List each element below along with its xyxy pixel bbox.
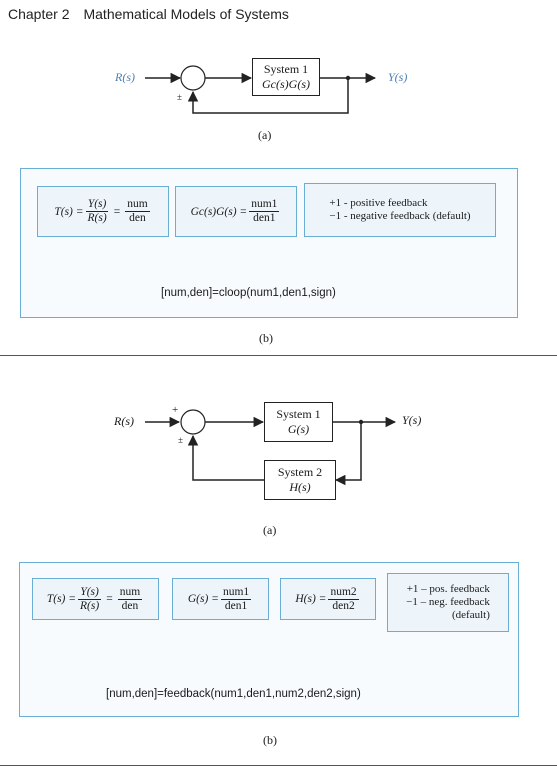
fig-b2-t-den: R(s): [80, 599, 100, 612]
fig-b2-h-num: num2: [328, 585, 359, 600]
fig-b2-command: [num,den]=feedback(num1,den1,num2,den2,s…: [106, 688, 361, 700]
fig-a1-input-label: R(s): [115, 70, 135, 84]
fig-a2-block2-tf: H(s): [289, 480, 311, 494]
fig-b1-t-eq: =: [113, 205, 121, 218]
section-divider: [0, 355, 557, 356]
chapter-label: Chapter 2: [8, 6, 70, 22]
fig-a2-block2-title: System 2: [277, 465, 323, 479]
fig-a1-lines: [145, 65, 377, 114]
fig-a2-system2-block: System 2 H(s): [264, 460, 336, 500]
fig-b2-g-den: den1: [224, 599, 248, 612]
fig-b1-t-num: Y(s): [85, 198, 109, 212]
fig-b2-h-box: H(s) = num2 den2: [280, 578, 376, 620]
fig-a1-block-title: System 1: [263, 62, 309, 76]
fig-b2-g-fraction: num1 den1: [220, 585, 252, 613]
fig-a2-block1-tf: G(s): [287, 422, 310, 436]
fig-b1-sign-options: +1 - positive feedback −1 - negative fee…: [329, 197, 470, 223]
fig-b1-opt-positive: +1 - positive feedback: [329, 197, 428, 209]
fig-b2-h-fraction: num2 den2: [328, 585, 359, 613]
fig-b2-t-lhs: T(s) =: [46, 593, 77, 605]
fig-b2-caption: (b): [263, 733, 277, 747]
fig-a2-lines: [145, 409, 397, 486]
fig-b2-opt-negative: −1 – neg. feedback: [406, 596, 490, 608]
fig-b1-caption: (b): [259, 331, 273, 345]
fig-a1-output-label: Y(s): [388, 70, 408, 84]
fig-b2-g-box: G(s) = num1 den1: [172, 578, 269, 620]
fig-b2-opt-positive: +1 – pos. feedback: [406, 583, 490, 595]
fig-b1-g-den: den1: [253, 212, 276, 224]
fig-b2-opt-default: (default): [452, 609, 490, 621]
fig-a1-block-tf: Gc(s)G(s): [262, 77, 310, 91]
fig-b2-t-n: num: [117, 585, 143, 600]
fig-a1-system1-block: System 1 Gc(s)G(s): [252, 58, 320, 96]
fig-b1-g-fraction: num1 den1: [249, 198, 280, 225]
fig-b1-t-fraction: Y(s) R(s): [85, 198, 109, 225]
fig-b2-sign-options: +1 – pos. feedback −1 – neg. feedback (d…: [406, 583, 490, 622]
fig-b2-h-lhs: H(s) =: [295, 593, 327, 605]
fig-a2-block1-title: System 1: [276, 407, 321, 421]
fig-b1-opt-negative: −1 - negative feedback (default): [329, 210, 471, 222]
fig-a2-caption: (a): [263, 523, 277, 537]
fig-a2-output-label: Y(s): [402, 413, 422, 427]
fig-b2-transfer-box: T(s) = Y(s) R(s) = num den: [32, 578, 159, 620]
fig-b2-t-fraction: Y(s) R(s): [78, 586, 101, 613]
fig-b2-g-num: num1: [220, 585, 252, 600]
fig-b1-gain-box: Gc(s)G(s) = num1 den1: [175, 186, 297, 237]
fig-b1-t-n: num: [125, 198, 150, 212]
page-header: Chapter 2 Mathematical Models of Systems: [8, 6, 289, 22]
fig-a2-input-label: R(s): [114, 414, 134, 428]
fig-b1-t-d: den: [129, 212, 146, 224]
fig-b1-g-lhs: Gc(s)G(s) =: [190, 205, 248, 218]
fig-b1-command: [num,den]=cloop(num1,den1,sign): [161, 287, 336, 299]
fig-b2-t-d: den: [121, 599, 139, 612]
fig-a2-system1-block: System 1 G(s): [264, 402, 333, 442]
fig-a2-sign-label: ±: [178, 435, 183, 445]
fig-b1-g-num: num1: [249, 198, 280, 212]
fig-b1-sign-options-box: +1 - positive feedback −1 - negative fee…: [304, 183, 496, 237]
fig-b2-t-num: Y(s): [78, 585, 101, 600]
fig-b2-sign-options-box: +1 – pos. feedback −1 – neg. feedback (d…: [387, 573, 509, 632]
fig-b2-t-eq: =: [106, 593, 113, 605]
page-bottom-rule: [0, 765, 557, 766]
fig-b1-t-lhs: T(s) =: [54, 205, 84, 218]
fig-b1-transfer-box: T(s) = Y(s) R(s) = num den: [37, 186, 169, 237]
fig-b1-t-den: R(s): [87, 212, 107, 224]
chapter-title: Mathematical Models of Systems: [83, 6, 289, 22]
fig-b2-h-den: den2: [332, 599, 355, 612]
fig-a1-sign-label: ±: [177, 92, 182, 102]
fig-b2-g-lhs: G(s) =: [187, 593, 219, 605]
fig-a1-caption: (a): [258, 128, 272, 142]
fig-b1-numden-fraction: num den: [125, 198, 150, 225]
fig-a2-plus-label: +: [172, 404, 179, 416]
fig-b2-numden-fraction: num den: [117, 585, 143, 613]
